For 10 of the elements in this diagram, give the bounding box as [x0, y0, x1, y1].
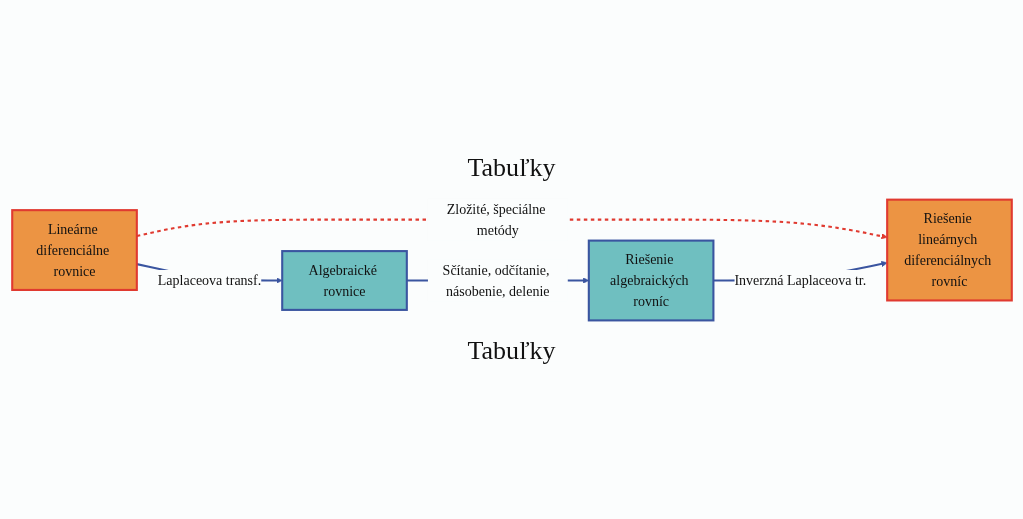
note-text: Tabuľky	[467, 336, 556, 366]
note-text: Tabuľky	[467, 153, 556, 183]
edge-label: Laplaceova transf.	[157, 272, 261, 289]
node-box: Lineárne diferenciálne rovnice	[10, 209, 138, 291]
node-box: Riešenie lineárnych diferenciálnych rovníc	[885, 198, 1013, 302]
edge-label: Sčítanie, odčítanie, násobenie, delenie	[442, 262, 550, 299]
edge-label: Inverzná Laplaceova tr.	[733, 272, 866, 289]
edge-label: Zložité, špeciálne metódy	[446, 201, 545, 238]
node-box: Riešenie algebraických rovníc	[587, 239, 714, 322]
node-box: Algebraické rovnice	[280, 250, 408, 311]
